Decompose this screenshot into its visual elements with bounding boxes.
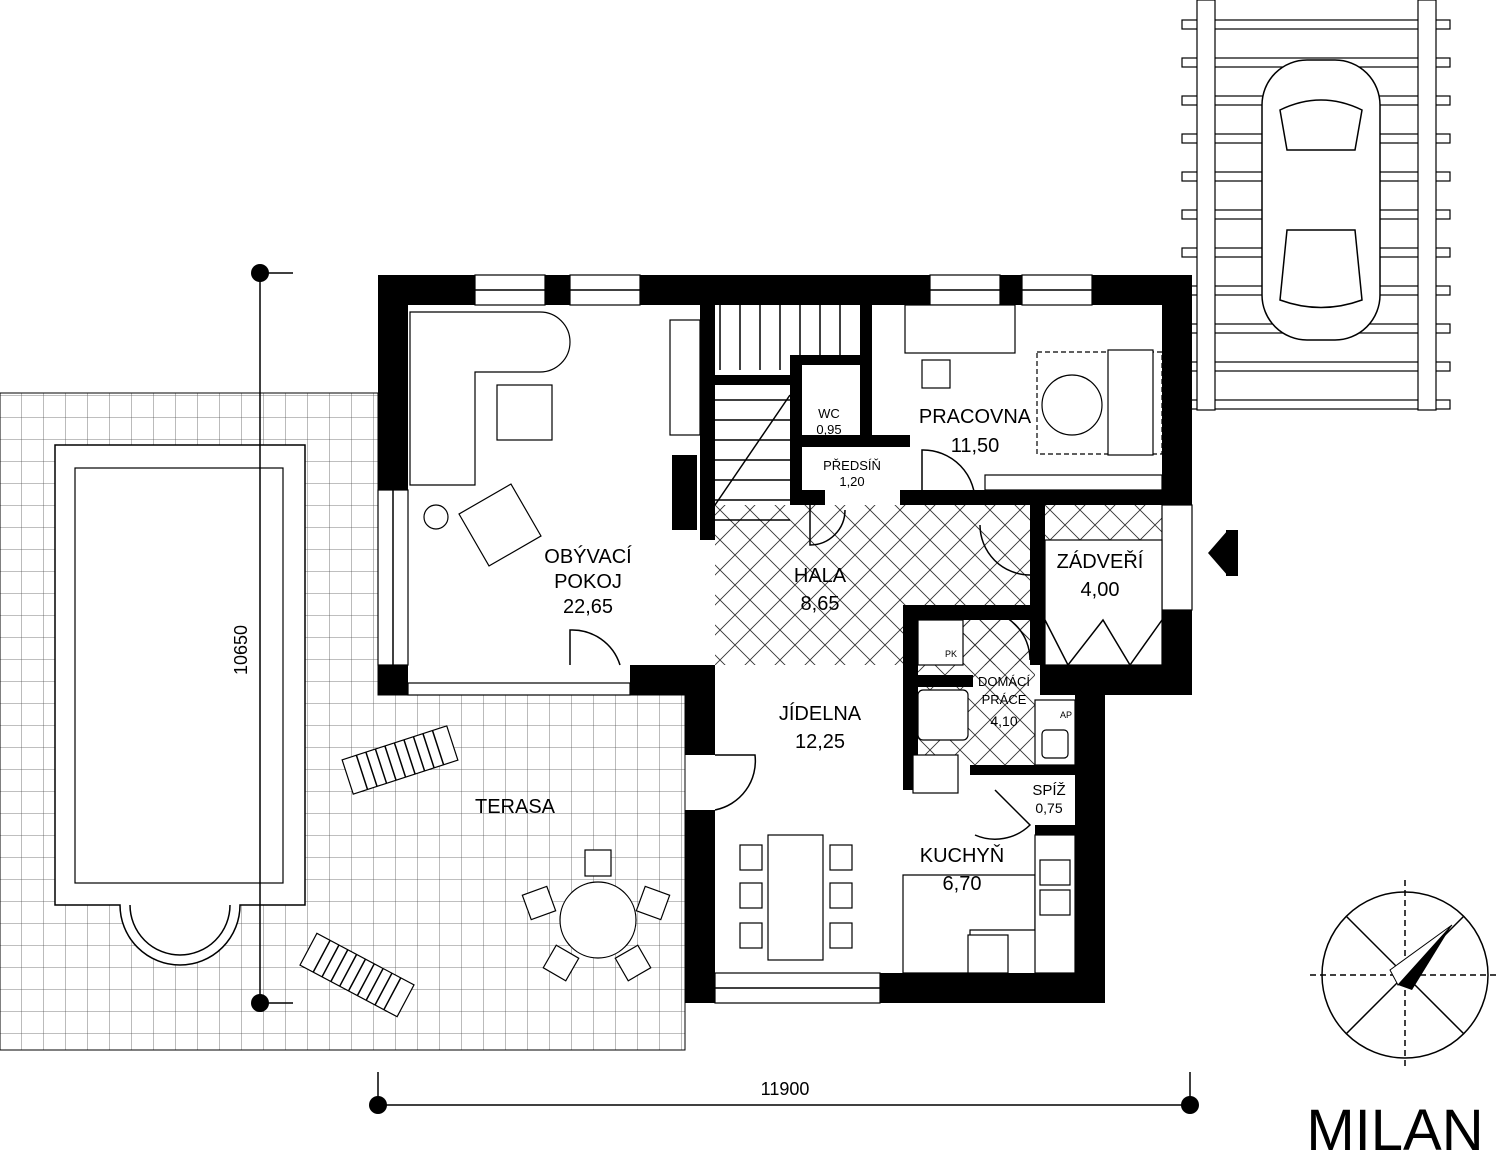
room-area: 12,25 [795, 731, 845, 753]
room-name: DOMÁCÍ [978, 674, 1030, 689]
carport [1181, 0, 1451, 411]
doors [569, 449, 1032, 840]
room-name: PŘEDSÍŇ [823, 458, 881, 473]
room-name: POKOJ [554, 571, 622, 593]
carport-beam [1181, 399, 1451, 410]
room-area: 8,65 [801, 593, 840, 615]
carport-beam [1181, 361, 1451, 372]
entrance-arrow-icon [1226, 530, 1238, 576]
room-name: ZÁDVEŘÍ [1057, 550, 1144, 573]
room-name: TERASA [475, 796, 556, 818]
dimension-width: 11900 [369, 1072, 1199, 1114]
plan-title: MILAN [1306, 1098, 1483, 1153]
car-icon [1261, 59, 1381, 341]
fixture-label-pk: PK [945, 649, 957, 659]
north-compass-icon [1310, 880, 1500, 1070]
fixture-label-ap: AP [1060, 710, 1072, 720]
pool [54, 444, 306, 966]
living-furniture [409, 311, 701, 567]
room-area: 0,95 [816, 422, 841, 437]
sun-lounger [299, 932, 415, 1018]
room-area: 1,20 [839, 474, 864, 489]
room-name: HALA [794, 565, 847, 587]
room-name: PRACOVNA [919, 406, 1032, 428]
sun-lounger [341, 725, 459, 795]
dimension-depth-label: 10650 [231, 625, 251, 675]
room-name: JÍDELNA [779, 702, 862, 725]
room-area: 11,50 [951, 435, 1000, 457]
room-area: 0,75 [1035, 800, 1062, 816]
room-name: OBÝVACÍ [544, 545, 632, 568]
dimension-width-label: 11900 [761, 1079, 810, 1099]
windows [377, 274, 1193, 1004]
room-area: 4,00 [1081, 579, 1120, 601]
room-name: KUCHYŇ [920, 844, 1004, 867]
room-area: 22,65 [563, 596, 613, 618]
entrance-arrow-icon [1208, 530, 1228, 576]
room-labels: OBÝVACÍ POKOJ 22,65 HALA 8,65 PRACOVNA 1… [475, 406, 1144, 895]
terrace-table [521, 849, 671, 982]
room-name: PRÁCE [982, 692, 1027, 707]
carport-beam [1181, 19, 1451, 30]
kitchen-units [902, 539, 1163, 974]
room-area: 4,10 [990, 713, 1017, 729]
staircase [714, 305, 841, 521]
dining-set [739, 834, 853, 961]
room-name: SPÍŽ [1032, 782, 1065, 799]
study-furniture [904, 304, 1163, 491]
room-name: WC [818, 406, 840, 421]
room-area: 6,70 [943, 873, 982, 895]
dimension-depth: 10650 [231, 264, 293, 1012]
